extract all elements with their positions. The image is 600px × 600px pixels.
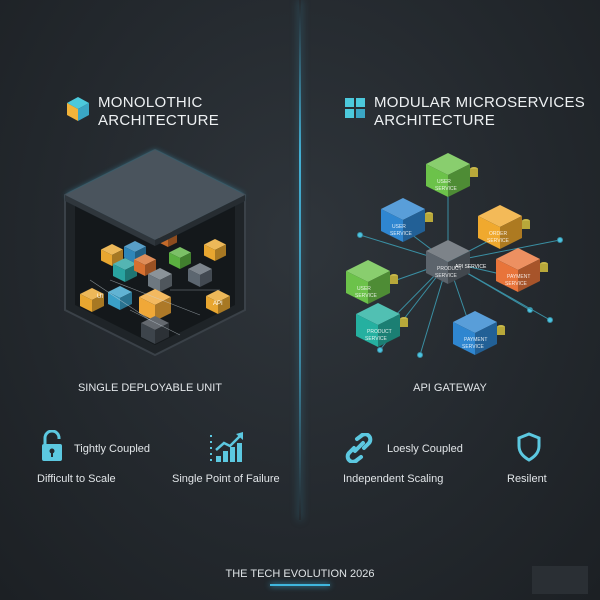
service-label: SERVICE [365, 336, 388, 342]
feature-single-point-of-failure: Single Point of Failure [172, 473, 280, 485]
service-label: SERVICE [435, 273, 458, 279]
connector-line [89, 279, 151, 321]
feature-loosely-coupled: Loesly Coupled [387, 443, 463, 455]
connector-line [129, 309, 181, 336]
inner-module-cube [141, 316, 169, 344]
database-icon [522, 221, 530, 229]
modular-cubes-icon [345, 98, 365, 118]
inner-module-cube [148, 268, 172, 292]
feature-independent-scaling: Independent Scaling [343, 473, 444, 485]
inner-module-cube [134, 254, 156, 276]
shield-icon [517, 432, 541, 462]
service-label: SERVICE [462, 344, 485, 350]
open-lock-icon [42, 430, 62, 461]
feature-difficult-to-scale: Difficult to Scale [37, 473, 116, 485]
database-icon [470, 169, 478, 177]
chain-link-icon [345, 433, 373, 463]
inner-module-cube [188, 263, 212, 287]
service-label: SERVICE [435, 186, 458, 192]
node-dot [357, 232, 363, 238]
title-line: ARCHITECTURE [374, 112, 496, 129]
inner-module-cube [101, 244, 123, 266]
gateway-label: API SERVICE [455, 264, 487, 270]
database-icon [497, 327, 505, 335]
database-icon [400, 319, 408, 327]
lid-edge [155, 195, 245, 246]
service-label: USER [437, 179, 451, 185]
service-label: USER [357, 286, 371, 292]
title-line: ARCHITECTURE [98, 112, 220, 129]
feature-tightly-coupled: Tightly Coupled [74, 443, 151, 455]
service-label: PRODUCT [437, 266, 462, 272]
node-dot [417, 352, 423, 358]
api-label: API [213, 301, 223, 307]
footer-title: THE TECH EVOLUTION 2026 [225, 568, 375, 580]
service-label: PAYMENT [507, 274, 530, 280]
ui-label: UI [97, 294, 103, 300]
center-divider [299, 0, 301, 520]
service-label: USER [392, 224, 406, 230]
gateway-caption: API GATEWAY [413, 382, 487, 394]
monolithic-title: MONOLOTHIC ARCHITECTURE [98, 94, 219, 130]
node-dot [547, 317, 553, 323]
inner-module-cube [206, 290, 230, 314]
service-label: SERVICE [487, 238, 510, 244]
service-label: SERVICE [355, 293, 378, 299]
service-label: PRODUCT [367, 329, 392, 335]
inner-module-cube [108, 286, 132, 310]
inner-module-cube [113, 258, 137, 282]
service-label: SERVICE [505, 281, 528, 287]
monolith-caption: SINGLE DEPLOYABLE UNIT [77, 382, 223, 394]
service-label: ORDER [489, 231, 507, 237]
lid-edge [65, 195, 155, 246]
inner-module-cube [204, 239, 226, 261]
database-icon [390, 276, 398, 284]
node-dot [557, 237, 563, 243]
connector-line [109, 279, 201, 316]
inner-module-cube [169, 247, 191, 269]
node-dot [377, 347, 383, 353]
corner-patch [532, 566, 588, 594]
monolith-diagram: UI API [64, 148, 246, 357]
service-label: PAYMENT [464, 337, 487, 343]
database-icon [425, 214, 433, 222]
service-label: SERVICE [390, 231, 413, 237]
inner-module-cube [80, 288, 104, 312]
rising-chart-icon [210, 432, 243, 462]
title-line: MONOLOTHIC [98, 94, 203, 111]
feature-resilient: Resilent [507, 473, 547, 485]
database-icon [540, 264, 548, 272]
microservices-title: MODULAR MICROSERVICES ARCHITECTURE [374, 94, 585, 130]
title-line: MODULAR MICROSERVICES [374, 94, 586, 111]
cube-logo-icon [67, 97, 89, 121]
footer-accent-bar [270, 584, 330, 586]
